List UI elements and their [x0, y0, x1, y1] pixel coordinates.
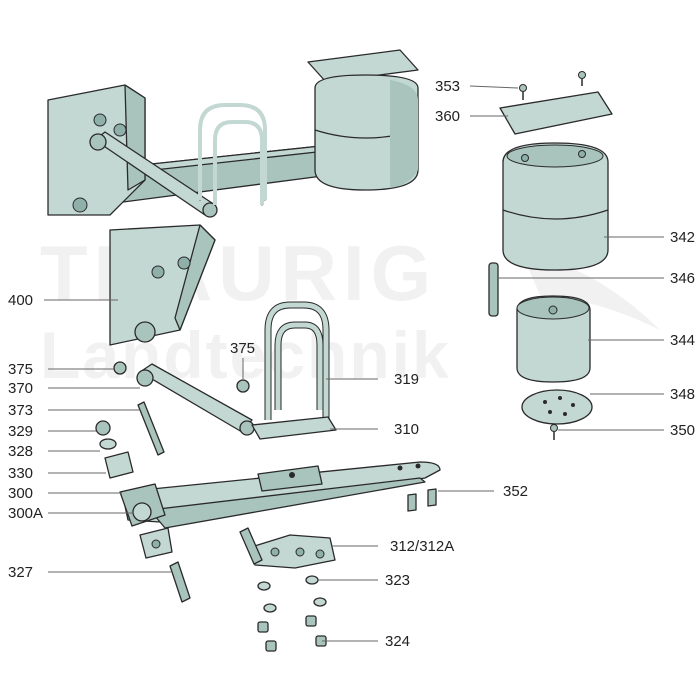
washer-323 — [305, 575, 319, 585]
spring-hole — [397, 465, 403, 471]
shock-eye — [136, 369, 154, 387]
callout-label: 327 — [8, 564, 33, 581]
plate-hole — [270, 547, 280, 557]
u-bolt-319b — [275, 322, 323, 410]
nut-329 — [95, 420, 111, 436]
assembled-u-bolt-2-fill — [213, 120, 264, 205]
disc-hole — [563, 412, 567, 416]
callout-label: 370 — [8, 380, 33, 397]
spring-hole — [415, 463, 421, 469]
callout-label: 324 — [385, 633, 410, 650]
callout-label: 323 — [385, 572, 410, 589]
callout-label: 375 — [230, 340, 255, 357]
nut-375-left — [113, 361, 127, 375]
bellows-band — [502, 209, 609, 220]
assembled-air-spring-plate — [307, 49, 419, 83]
air-spring-exploded — [488, 71, 613, 440]
piston-hole — [548, 305, 558, 315]
bracket-330 — [104, 451, 134, 479]
assembled-axle-unit — [47, 49, 419, 346]
nut-324 — [257, 621, 269, 633]
disc-hole — [543, 400, 547, 404]
callout-label: 375 — [8, 361, 33, 378]
shock-absorber-370 — [139, 363, 253, 433]
leader-lines — [44, 85, 664, 642]
spring-plate-312 — [247, 534, 336, 569]
disc-hole — [571, 403, 575, 407]
bolt-352-a — [407, 493, 417, 512]
leader-353 — [469, 85, 519, 89]
bracket-bushing — [134, 321, 156, 343]
callout-label: 400 — [8, 292, 33, 309]
bracket-hole — [151, 539, 161, 549]
callout-label: 300A — [8, 505, 43, 522]
spring-pad — [257, 465, 323, 492]
callout-label: 300 — [8, 485, 33, 502]
bolt-352-b — [427, 488, 437, 507]
callout-labels: 353 360 342 346 344 348 350 400 375 370 … — [8, 78, 695, 650]
washer-323 — [257, 581, 271, 591]
bolt-327 — [169, 561, 191, 603]
plate-hole — [315, 549, 325, 559]
callout-label: 348 — [670, 386, 695, 403]
washer-323 — [313, 597, 327, 607]
assembled-u-bolt-fill — [198, 103, 267, 200]
callout-label: 360 — [435, 108, 460, 125]
shock-eye — [202, 202, 218, 218]
washer-323 — [263, 603, 277, 613]
watermark-line1: TRAURIG — [40, 229, 437, 317]
pin-346 — [488, 262, 499, 317]
bellows-top — [506, 144, 604, 168]
bracket-bushing — [72, 197, 88, 213]
lower-exploded-parts — [95, 301, 441, 652]
nut-375-middle — [236, 379, 250, 393]
mounting-plate-360 — [499, 91, 613, 135]
disc-hole — [558, 396, 562, 400]
callout-label: 312/312A — [390, 538, 454, 555]
callout-label: 328 — [8, 443, 33, 460]
disc-348 — [521, 389, 593, 425]
bracket-hole — [93, 113, 107, 127]
air-bellows-342 — [502, 142, 609, 271]
bracket-hole — [113, 123, 127, 137]
leaf-spring-lower — [149, 477, 426, 529]
clamp-plate-310 — [251, 416, 337, 440]
washer-328 — [99, 438, 117, 450]
callout-label: 350 — [670, 422, 695, 439]
plate-hole — [295, 547, 305, 557]
stud-icon — [521, 154, 529, 162]
assembled-air-spring-shade — [390, 80, 418, 188]
stud-icon — [578, 150, 586, 158]
nut-324 — [305, 615, 317, 627]
eye-bushing — [132, 502, 152, 522]
callout-label: 373 — [8, 402, 33, 419]
callout-label: 329 — [8, 423, 33, 440]
plate-pin — [239, 527, 263, 565]
screw-icon — [519, 71, 586, 100]
shock-eye — [89, 133, 107, 151]
callout-label: 319 — [394, 371, 419, 388]
callout-label: 310 — [394, 421, 419, 438]
watermark: TRAURIG Landtechnik — [40, 229, 660, 392]
rear-hanger-side — [124, 84, 146, 191]
bolt-373 — [137, 401, 165, 456]
front-hanger-side — [174, 224, 216, 331]
spring-hole — [289, 472, 295, 478]
callout-label: 344 — [670, 332, 695, 349]
shock-eye — [239, 420, 255, 436]
nut-324 — [265, 640, 277, 652]
callout-label: 352 — [503, 483, 528, 500]
bracket-hole — [151, 265, 165, 279]
callout-label: 342 — [670, 229, 695, 246]
callout-label: 353 — [435, 78, 460, 95]
bracket-hole — [177, 256, 191, 270]
callout-label: 330 — [8, 465, 33, 482]
u-bolt-319 — [265, 302, 329, 420]
callout-label: 346 — [670, 270, 695, 287]
disc-hole — [548, 410, 552, 414]
screw-icon — [550, 424, 558, 440]
